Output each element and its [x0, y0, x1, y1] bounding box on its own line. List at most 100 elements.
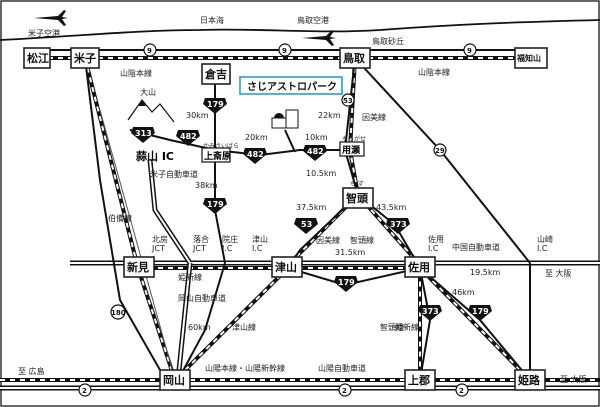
- svg-text:53: 53: [343, 97, 353, 105]
- route-marker-180: 180: [110, 304, 126, 320]
- distance-10km: 10km: [305, 133, 328, 142]
- kamisaihara-label: 上斎原: [204, 150, 231, 162]
- line-label-inbi-2: 因美線: [316, 235, 340, 245]
- svg-text:津山: 津山: [275, 260, 297, 274]
- city-okayama: 岡山: [159, 369, 191, 391]
- line-label-himeshin-e: 姫新線: [395, 322, 419, 332]
- mochigase-ruby: もちがせ: [342, 135, 366, 143]
- svg-text:2: 2: [82, 387, 87, 395]
- mochigase-label: 用瀬: [341, 144, 360, 156]
- city-chizu: 智頭: [342, 187, 374, 209]
- observatory-icon: [271, 109, 299, 129]
- city-matsue: 松江: [23, 47, 51, 69]
- svg-text:岡山: 岡山: [163, 373, 185, 387]
- city-kamigori: 上郡: [404, 369, 436, 391]
- route-marker-53: 53: [341, 93, 355, 107]
- svg-text:倉吉: 倉吉: [204, 67, 227, 81]
- svg-text:9: 9: [467, 47, 472, 55]
- distance-19-5km: 19.5km: [470, 268, 500, 277]
- svg-text:373: 373: [422, 307, 439, 316]
- distance-20km: 20km: [245, 133, 268, 142]
- route-shield-179-c: 179: [334, 276, 358, 292]
- line-label-chizukyu-2: 智頭線: [380, 322, 404, 332]
- route-marker-2-c: 2: [455, 383, 469, 397]
- distance-43-5km: 43.5km: [376, 203, 406, 212]
- to-osaka-label-1: 至 大阪: [545, 268, 572, 278]
- distance-60km: 60km: [188, 323, 211, 332]
- svg-text:姫路: 姫路: [518, 373, 541, 387]
- distance-10-5km: 10.5km: [306, 169, 336, 178]
- mountain-label: 大山: [140, 87, 156, 97]
- expressways: [0, 159, 600, 391]
- route-shield-179-a: 179: [203, 98, 227, 114]
- route-shield-482-b: 482: [243, 148, 267, 164]
- svg-text:179: 179: [472, 307, 489, 316]
- mountain-icon: [127, 99, 175, 123]
- svg-text:松江: 松江: [27, 51, 49, 65]
- mochigase-box: [339, 141, 365, 157]
- svg-text:373: 373: [390, 220, 407, 229]
- route-marker-2-b: 2: [338, 383, 352, 397]
- hakubi-thin-road: [99, 109, 176, 381]
- chizu-ruby: ち ず: [350, 180, 364, 188]
- city-fukuchiyama: 福知山: [514, 47, 548, 69]
- distance-37-5km: 37.5km: [296, 203, 326, 212]
- coastline: [0, 19, 600, 41]
- tottori-airport-label: 鳥取空港: [297, 15, 329, 25]
- distance-31-5km: 31.5km: [335, 248, 365, 257]
- city-sayo: 佐用: [404, 256, 436, 278]
- svg-text:29: 29: [435, 147, 445, 155]
- airplane-icon: [34, 10, 68, 26]
- svg-text:53: 53: [301, 220, 312, 229]
- route-marker-2-a: 2: [78, 383, 92, 397]
- line-label-sanin-w: 山陰本線: [120, 68, 152, 78]
- line-label-yonago-exp: 米子自動車道: [150, 169, 198, 179]
- svg-text:179: 179: [338, 278, 355, 287]
- city-kurayoshi: 倉吉: [201, 63, 231, 85]
- route-marker-9-b: 9: [278, 43, 292, 57]
- line-label-okayama-exp: 岡山自動車道: [178, 293, 226, 303]
- svg-text:福知山: 福知山: [516, 53, 541, 63]
- airplane-icon: [302, 30, 336, 46]
- svg-text:米子: 米子: [73, 51, 96, 65]
- route-marker-9-c: 9: [463, 43, 477, 57]
- svg-text:9: 9: [147, 47, 152, 55]
- svg-text:482: 482: [307, 147, 324, 156]
- svg-text:482: 482: [247, 150, 264, 159]
- distance-22km: 22km: [318, 111, 341, 120]
- route-shield-482-a: 482: [176, 130, 200, 146]
- astro-park-box: [239, 76, 343, 95]
- route-shield-373-a: 373: [386, 218, 410, 234]
- city-yonago: 米子: [70, 47, 100, 69]
- route-shield-373-b: 373: [418, 305, 442, 321]
- line-label-sanyo: 山陽本線・山陽新幹線: [205, 363, 285, 373]
- route-shield-313: 313: [131, 127, 155, 143]
- astro-park-title: さじアストロパーク: [247, 81, 337, 93]
- svg-text:2: 2: [342, 387, 347, 395]
- to-osaka-label-2: 至 大阪: [560, 374, 587, 384]
- svg-text:313: 313: [135, 129, 152, 138]
- svg-text:新見: 新見: [127, 260, 149, 274]
- route-shield-179-d: 179: [468, 305, 492, 321]
- line-label-chizukyu: 智頭線: [350, 235, 374, 245]
- to-hiroshima-label: 至 広島: [18, 366, 45, 376]
- line-label-sanyo-exp: 山陽自動車道: [318, 363, 366, 373]
- city-tsuyama: 津山: [271, 256, 303, 278]
- line-label-inbi: 因美線: [362, 112, 386, 122]
- svg-text:上郡: 上郡: [408, 373, 430, 387]
- route-marker-29: 29: [433, 143, 447, 157]
- svg-text:鳥取: 鳥取: [343, 51, 365, 65]
- distance-30km: 30km: [186, 111, 209, 120]
- svg-text:2: 2: [459, 387, 464, 395]
- svg-text:180: 180: [111, 309, 126, 317]
- line-label-chugoku-exp: 中国自動車道: [452, 242, 500, 252]
- svg-text:179: 179: [207, 100, 224, 109]
- city-tottori: 鳥取: [339, 47, 371, 69]
